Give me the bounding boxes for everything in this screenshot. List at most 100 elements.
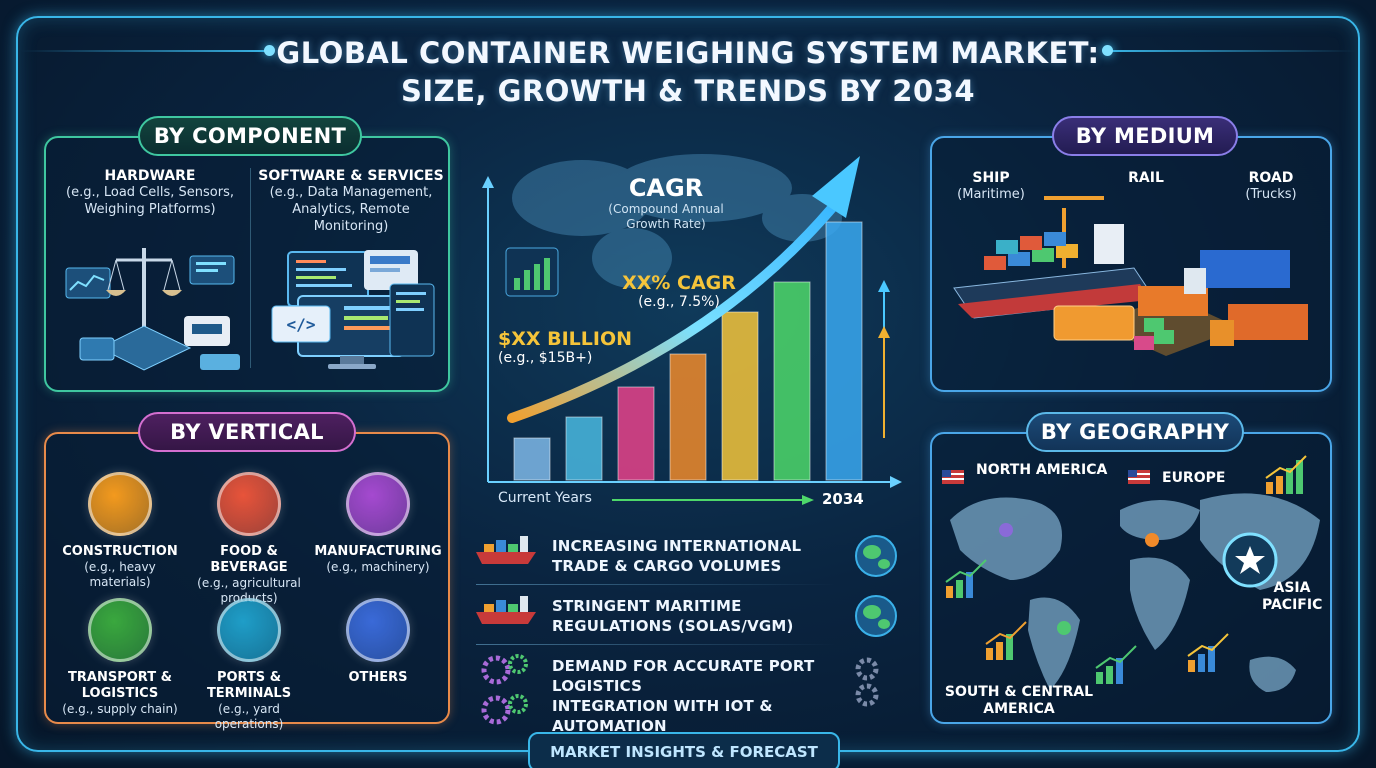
cagr-detail: (Compound Annual Growth Rate) <box>608 202 724 231</box>
growth-arrow <box>507 203 837 423</box>
title-line-2: SIZE, GROWTH & TRENDS BY 2034 <box>400 74 975 108</box>
location-pin-icon <box>1057 621 1071 635</box>
medium-panel: SHIP (Maritime) RAIL ROAD (Trucks) <box>930 136 1332 392</box>
vertical-item: PORTS & TERMINALS(e.g., yard operations) <box>183 670 315 732</box>
road-block: ROAD (Trucks) <box>1226 170 1316 203</box>
size-value: $XX BILLION <box>498 328 633 350</box>
world-map <box>950 493 1320 692</box>
size-example: (e.g., $15B+) <box>498 350 593 366</box>
vertical-item-title: PORTS & TERMINALS <box>206 670 292 701</box>
map-africa <box>1130 557 1190 650</box>
vertical-item-title: CONSTRUCTION <box>62 544 178 559</box>
vertical-item: CONSTRUCTION(e.g., heavy materials) <box>54 544 186 590</box>
growth-chart-icon <box>1265 455 1307 494</box>
rail-block: RAIL <box>1116 170 1176 186</box>
cagr-title: CAGR <box>628 174 704 202</box>
vertical-item: MANUFACTURING(e.g., machinery) <box>312 544 444 575</box>
geo-asia-pacific: ASIA PACIFIC <box>1262 580 1323 613</box>
crane-icon <box>88 472 152 536</box>
growth-arrowhead <box>812 156 860 218</box>
cagr-value-block: XX% CAGR (e.g., 7.5%) <box>614 272 744 310</box>
title-dot-left <box>264 45 275 56</box>
gears-icon <box>481 694 528 725</box>
x-label-start: Current Years <box>498 490 592 506</box>
map-europe <box>1120 500 1200 540</box>
bar-7 <box>825 221 863 481</box>
by-medium-label: BY MEDIUM <box>1052 116 1238 156</box>
hardware-detail: (e.g., Load Cells, Sensors, Weighing Pla… <box>66 185 234 217</box>
hardware-title: HARDWARE <box>104 168 196 184</box>
software-detail: (e.g., Data Management, Analytics, Remot… <box>269 185 433 234</box>
growth-chart-icon <box>1095 645 1137 684</box>
cagr-block: CAGR (Compound Annual Growth Rate) <box>604 174 728 232</box>
page-title: GLOBAL CONTAINER WEIGHING SYSTEM MARKET:… <box>240 34 1136 110</box>
driver-text: INTEGRATION WITH IOT & AUTOMATION <box>552 697 773 735</box>
location-pin-icon <box>1145 533 1159 547</box>
globe-icon <box>855 535 897 577</box>
footer-label: MARKET INSIGHTS & FORECAST <box>528 732 840 768</box>
title-line-1: GLOBAL CONTAINER WEIGHING SYSTEM MARKET: <box>276 36 1100 70</box>
title-dot-right <box>1102 45 1113 56</box>
x-label-end: 2034 <box>822 490 864 508</box>
factory-icon <box>346 472 410 536</box>
driver-text: DEMAND FOR ACCURATE PORT LOGISTICS <box>552 657 815 695</box>
truck-icon <box>1184 250 1308 346</box>
growth-chart-icon <box>985 621 1027 660</box>
bar-5 <box>721 311 759 481</box>
ship-bridge <box>1094 224 1124 264</box>
gears-icon <box>481 654 528 685</box>
bar-group <box>513 221 863 481</box>
bar-6 <box>773 281 811 481</box>
vertical-item-title: FOOD & BEVERAGE <box>210 544 288 575</box>
mini-chart-icon <box>505 247 559 297</box>
geo-europe: EUROPE <box>1162 470 1226 486</box>
size-value-block: $XX BILLION (e.g., $15B+) <box>498 328 648 366</box>
cagr-example: (e.g., 7.5%) <box>638 294 720 310</box>
vertical-item-title: TRANSPORT & LOGISTICS <box>68 670 172 701</box>
growth-chart <box>482 154 902 488</box>
ship-block: SHIP (Maritime) <box>946 170 1036 203</box>
by-vertical-label: BY VERTICAL <box>138 412 356 452</box>
geo-south-america: SOUTH & CENTRAL AMERICA <box>944 684 1094 717</box>
us-flag-icon <box>942 470 964 484</box>
map-north-america <box>950 497 1062 580</box>
ship-containers-icon <box>984 232 1078 270</box>
vertical-item: FOOD & BEVERAGE(e.g., agricultural produ… <box>183 544 315 606</box>
title-rule-right <box>1106 50 1356 52</box>
vertical-item-detail: (e.g., supply chain) <box>62 702 178 716</box>
timeline-arrow <box>612 495 814 505</box>
component-divider <box>250 168 251 368</box>
bar-2 <box>565 416 603 481</box>
software-block: SOFTWARE & SERVICES (e.g., Data Manageme… <box>254 168 448 235</box>
world-map-backdrop <box>512 154 842 288</box>
by-geography-label: BY GEOGRAPHY <box>1026 412 1244 452</box>
bar-1 <box>513 437 551 481</box>
cargo-ship-icon <box>476 596 536 624</box>
ship-title: SHIP <box>972 170 1010 186</box>
port-icon <box>217 598 281 662</box>
food-icon <box>217 472 281 536</box>
road-detail: (Trucks) <box>1245 187 1297 202</box>
map-south-america <box>1028 597 1080 690</box>
vertical-item: OTHERS <box>312 670 444 686</box>
cargo-ship-icon <box>476 536 536 564</box>
truck-icon <box>88 598 152 662</box>
geo-north-america: NORTH AMERICA <box>976 462 1108 478</box>
vertical-item-detail: (e.g., yard operations) <box>214 702 284 731</box>
star-icon <box>1235 546 1265 574</box>
bar-4 <box>669 353 707 481</box>
driver-text: INCREASING INTERNATIONAL TRADE & CARGO V… <box>552 537 802 575</box>
geography-panel: NORTH AMERICA EUROPE ASIA PACIFIC SOUTH … <box>930 432 1332 724</box>
title-rule-left <box>20 50 270 52</box>
ship-detail: (Maritime) <box>957 187 1025 202</box>
driver-text: STRINGENT MARITIME REGULATIONS (SOLAS/VG… <box>552 597 794 635</box>
us-flag-icon <box>1128 470 1150 484</box>
bar-3 <box>617 386 655 481</box>
vertical-item-title: OTHERS <box>348 670 408 685</box>
rail-title: RAIL <box>1128 170 1164 186</box>
by-component-label: BY COMPONENT <box>138 116 362 156</box>
vertical-item-detail: (e.g., machinery) <box>326 560 430 574</box>
growth-chart-icon <box>1187 633 1229 672</box>
weighing-scale-icon <box>65 248 240 371</box>
vertical-item-detail: (e.g., heavy materials) <box>84 560 156 589</box>
